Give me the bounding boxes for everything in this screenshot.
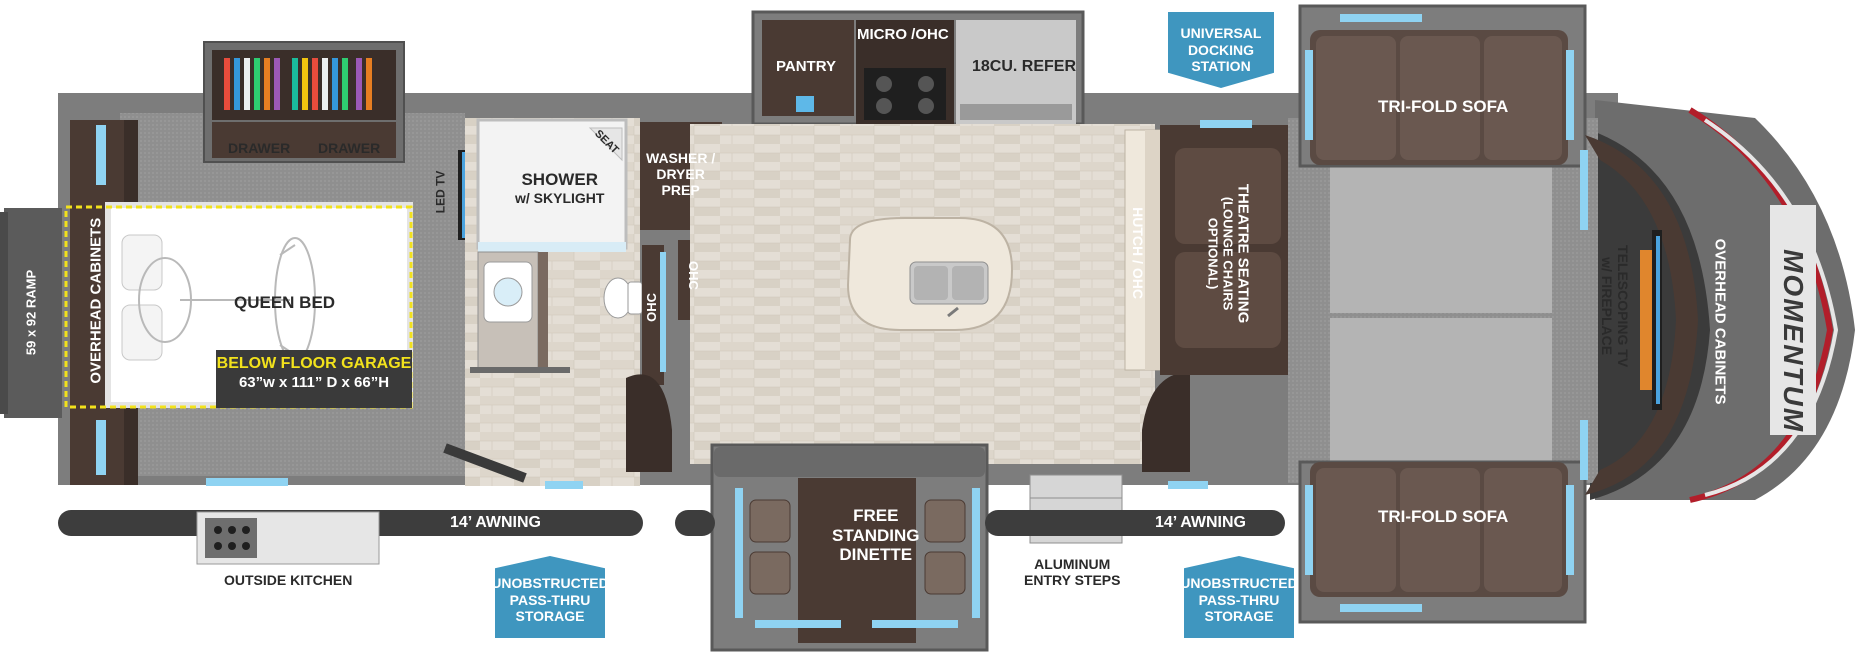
garage-label: BELOW FLOOR GARAGE 63”w x 111” D x 66”H xyxy=(216,354,412,393)
ohc-label-washer: OHC xyxy=(685,261,701,290)
brand-logo xyxy=(1770,205,1816,435)
telescoping-tv-label: TELESCOPING TV w/ FIREPLACE xyxy=(1599,245,1632,368)
theatre-seating-label: THEATRE SEATING (LOUNGE CHAIRS OPTIONAL) xyxy=(1205,183,1252,324)
recliner-left xyxy=(626,374,672,472)
tri-fold-sofa-bottom-label: TRI-FOLD SOFA xyxy=(1378,507,1509,526)
entry-steps-label: ALUMINUM ENTRY STEPS xyxy=(1024,556,1121,589)
garage-title: BELOW FLOOR GARAGE xyxy=(216,355,412,372)
garage-label-bg xyxy=(216,350,412,408)
pass-thru-storage-right-badge: UNOBSTRUCTED PASS-THRU STORAGE xyxy=(1184,556,1294,638)
shower-label: SHOWER w/ SKYLIGHT xyxy=(515,170,605,206)
brand-label: MOMENTUM xyxy=(1778,249,1810,434)
fireplace xyxy=(1640,250,1652,390)
bed-pillows xyxy=(121,234,163,361)
dinette-chairs xyxy=(749,499,966,595)
tri-fold-sofa-top-label: TRI-FOLD SOFA xyxy=(1378,97,1509,116)
universal-docking-station-badge: UNIVERSAL DOCKING STATION xyxy=(1168,12,1274,88)
outside-kitchen-label: OUTSIDE KITCHEN xyxy=(224,572,353,588)
micro-ohc-label: MICRO /OHC xyxy=(857,26,949,43)
ramp xyxy=(4,208,62,418)
overhead-cabinets-rear-label: OVERHEAD CABINETS xyxy=(87,217,105,384)
pass-thru-storage-left-badge: UNOBSTRUCTED PASS-THRU STORAGE xyxy=(495,556,605,638)
bath-ohc xyxy=(642,245,664,385)
awning-left-label: 14’ AWNING xyxy=(450,514,541,531)
drawer-label-1: DRAWER xyxy=(228,140,291,156)
queen-bed-label: QUEEN BED xyxy=(234,293,336,312)
overhead-cabinets-front-label: OVERHEAD CABINETS xyxy=(1711,238,1729,405)
drawer-label-2: DRAWER xyxy=(318,140,381,156)
dinette-label: FREE STANDING DINETTE xyxy=(832,506,920,565)
rug-bottom xyxy=(1330,318,1552,466)
washer-dryer-label: WASHER / DRYER PREP xyxy=(646,150,716,199)
led-tv-label: LED TV xyxy=(433,170,448,214)
pantry-label: PANTRY xyxy=(776,58,836,75)
garage-dims: 63”w x 111” D x 66”H xyxy=(238,374,390,391)
ramp-label: 59 x 92 RAMP xyxy=(23,269,39,356)
awning-right-label: 14’ AWNING xyxy=(1155,514,1246,531)
rug-top xyxy=(1330,165,1552,313)
awning-mid xyxy=(675,510,715,536)
refer-label: 18CU. REFER xyxy=(972,58,1077,75)
front-cabinets xyxy=(1585,135,1698,495)
hutch-ohc-label: HUTCH / OHC xyxy=(1130,207,1147,299)
awning-right xyxy=(985,510,1285,536)
garage-outline xyxy=(64,205,413,409)
recliner-right xyxy=(1142,372,1190,472)
hanging-clothes xyxy=(224,58,372,110)
ohc-label-bath: OHC xyxy=(643,293,659,322)
dinette-table xyxy=(798,478,916,643)
shower xyxy=(476,118,628,250)
